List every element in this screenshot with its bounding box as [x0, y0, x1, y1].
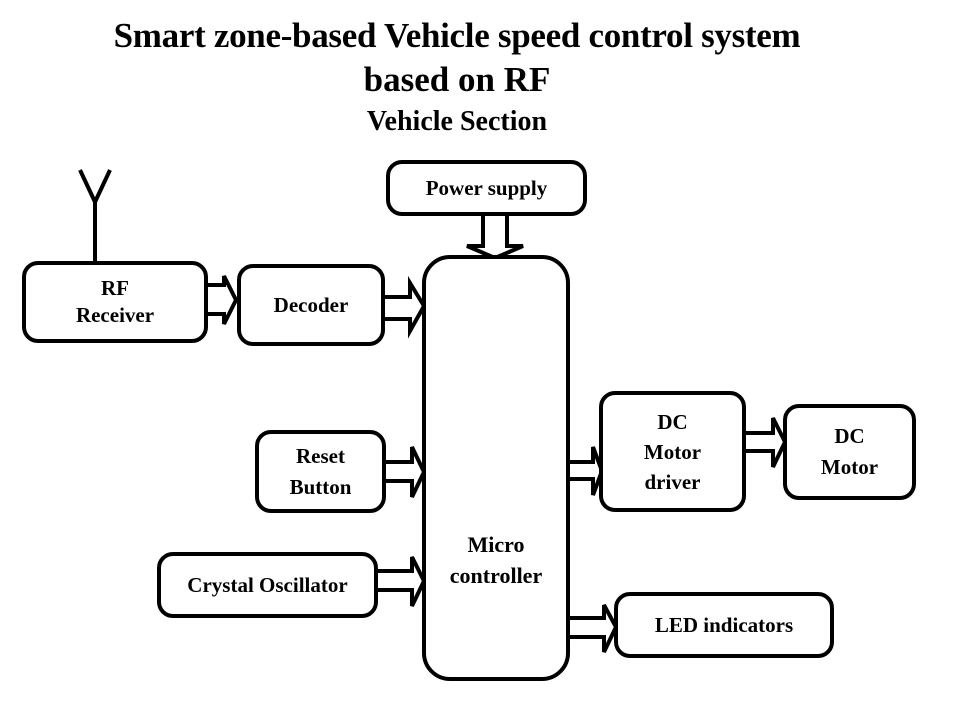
- crystal-oscillator-label: Crystal Oscillator: [187, 572, 348, 597]
- arrow-rf-to-decoder: [207, 275, 239, 325]
- arrow-driver-to-motor: [745, 417, 788, 468]
- dc-motor-label-line1: DC: [834, 424, 865, 448]
- led-indicators-label: LED indicators: [654, 612, 794, 637]
- reset-button-label-line1: Reset: [296, 443, 345, 468]
- rf-receiver-block: RF Receiver: [22, 261, 208, 343]
- rf-receiver-label-line1: RF: [101, 276, 129, 300]
- dc-motor-block: DC Motor: [783, 404, 916, 500]
- dc-motor-driver-label-line3: driver: [644, 469, 701, 494]
- decoder-block: Decoder: [237, 264, 385, 346]
- crystal-oscillator-block: Crystal Oscillator: [157, 552, 378, 618]
- dc-motor-driver-label-line1: DC: [657, 409, 688, 434]
- microcontroller-label-line2: controller: [449, 563, 543, 588]
- dc-motor-driver-block: DC Motor driver: [599, 391, 746, 512]
- arrow-mcu-to-led: [566, 604, 619, 653]
- reset-button-label-line2: Button: [289, 474, 352, 499]
- microcontroller-block: Micro controller: [422, 255, 570, 681]
- power-supply-label: Power supply: [425, 175, 548, 200]
- reset-button-block: Reset Button: [255, 430, 386, 513]
- arrow-power-to-mcu: [466, 213, 524, 261]
- power-supply-block: Power supply: [386, 160, 587, 216]
- led-indicators-block: LED indicators: [614, 592, 834, 658]
- arrow-reset-to-mcu: [384, 446, 427, 498]
- diagram-title-line2: based on RF: [363, 60, 551, 99]
- antenna-icon: [73, 169, 112, 268]
- microcontroller-label-line1: Micro: [467, 532, 525, 557]
- rf-receiver-label-line2: Receiver: [75, 303, 155, 327]
- arrow-decoder-to-mcu: [383, 275, 427, 339]
- dc-motor-label-line2: Motor: [820, 455, 879, 479]
- diagram-title-line1: Smart zone-based Vehicle speed control s…: [113, 16, 801, 55]
- arrow-mcu-to-driver: [566, 446, 605, 496]
- arrow-crystal-to-mcu: [376, 556, 427, 607]
- dc-motor-driver-label-line2: Motor: [643, 439, 702, 464]
- diagram-subtitle: Vehicle Section: [366, 106, 548, 137]
- decoder-label: Decoder: [273, 292, 349, 317]
